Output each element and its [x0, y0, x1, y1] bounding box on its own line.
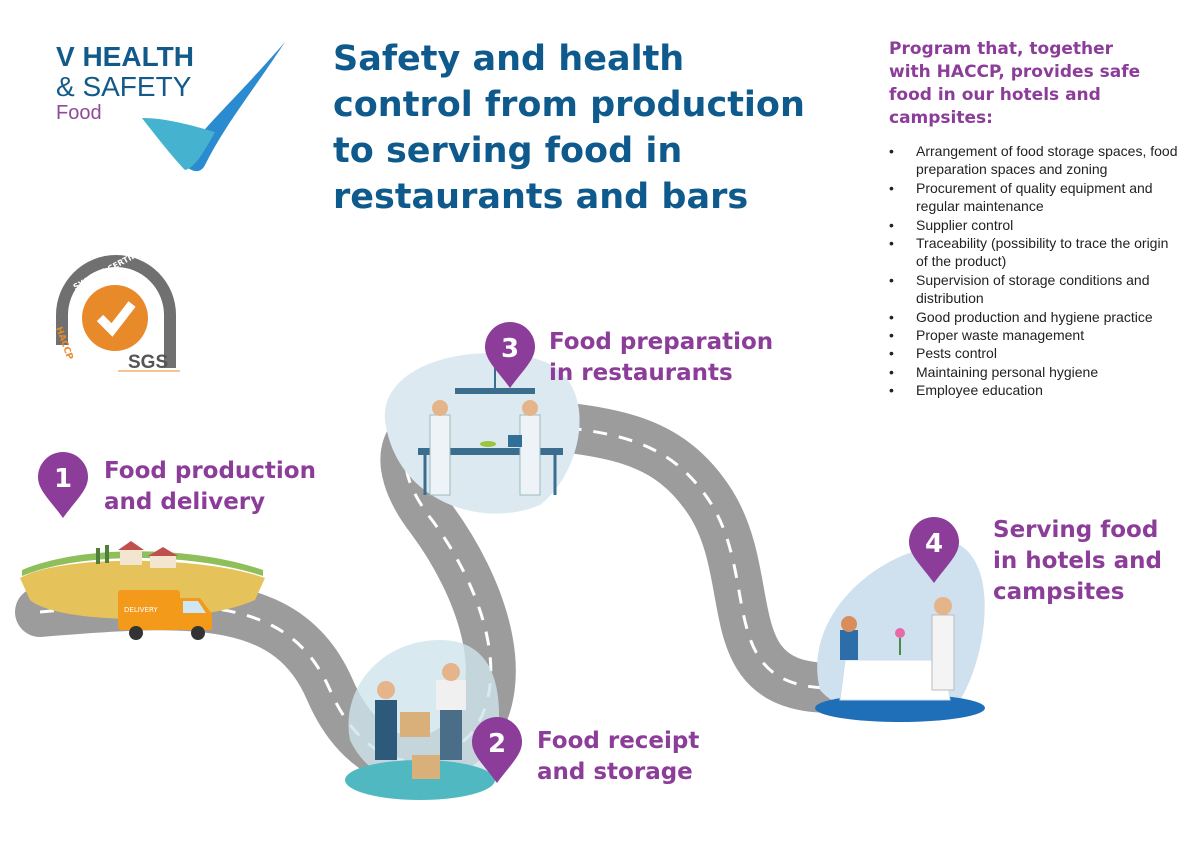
serving-scene — [815, 544, 985, 722]
list-item: Proper waste management — [889, 326, 1179, 345]
step-4-pin-icon: 4 — [909, 517, 959, 583]
step-4-label: Serving food in hotels and campsites — [993, 517, 1162, 605]
list-item: Procurement of quality equipment and reg… — [889, 179, 1179, 216]
list-item: Good production and hygiene practice — [889, 308, 1179, 327]
step-1-pin-icon: 1 — [38, 452, 88, 518]
step-3-label: Food preparation in restaurants — [549, 329, 774, 386]
badge-sgs-text: SGS — [128, 352, 168, 373]
list-item: Maintaining personal hygiene — [889, 363, 1179, 382]
step-2-label: Food receipt and storage — [537, 728, 700, 785]
list-item: Arrangement of food storage spaces, food… — [889, 142, 1179, 179]
step-1-label: Food production and delivery — [104, 458, 316, 515]
brand-logo: V HEALTH & SAFETY Food — [56, 42, 194, 125]
road-markings — [39, 417, 836, 763]
program-list: Arrangement of food storage spaces, food… — [889, 142, 1179, 400]
logo-line-1: V HEALTH — [56, 41, 194, 72]
list-item: Pests control — [889, 344, 1179, 363]
haccp-certification-badge: SYSTEM CERTIFICATION HACCP SGS — [53, 234, 180, 373]
delivery-truck-icon: DELIVERY — [118, 590, 212, 640]
list-item: Supervision of storage conditions and di… — [889, 271, 1179, 308]
step-2-pin-icon: 2 — [472, 717, 522, 783]
svg-text:1: 1 — [54, 464, 72, 494]
svg-text:2: 2 — [488, 729, 506, 759]
step-3-pin-icon: 3 — [485, 322, 535, 388]
list-item: Supplier control — [889, 216, 1179, 235]
list-item: Traceability (possibility to trace the o… — [889, 234, 1179, 271]
list-item: Employee education — [889, 381, 1179, 400]
logo-line-2: & SAFETY — [56, 71, 192, 102]
kitchen-scene — [384, 353, 580, 514]
svg-text:3: 3 — [501, 334, 519, 364]
logo-line-3: Food — [56, 102, 102, 124]
storage-scene — [345, 640, 500, 800]
logo-checkmark-icon — [142, 42, 285, 172]
truck-label: DELIVERY — [124, 606, 158, 614]
svg-text:4: 4 — [925, 529, 943, 559]
program-heading: Program that, together with HACCP, provi… — [889, 39, 1141, 128]
page-title: Safety and health control from productio… — [333, 39, 805, 217]
